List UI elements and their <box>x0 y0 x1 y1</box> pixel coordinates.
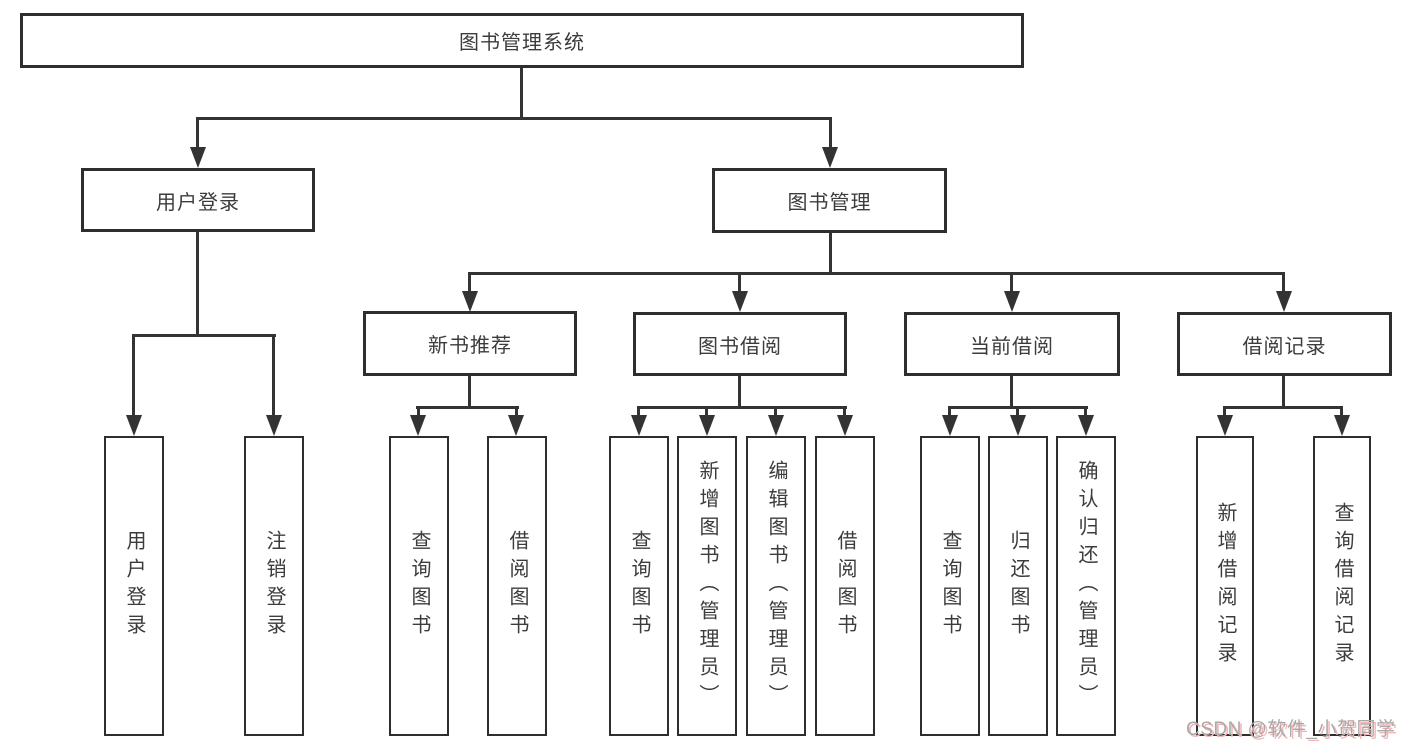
connector-line <box>515 406 518 418</box>
connector-line <box>1340 406 1343 418</box>
connector-line <box>196 117 199 150</box>
connector-line <box>738 376 741 409</box>
leaf-logout: 注销登录 <box>244 436 304 736</box>
arrowhead <box>508 415 524 436</box>
leaf-query-borrow-record: 查询借阅记录 <box>1313 436 1371 736</box>
arrowhead <box>768 415 784 436</box>
connector-line <box>1282 272 1285 294</box>
node-book-borrow: 图书借阅 <box>633 312 847 376</box>
arrowhead <box>1334 415 1350 436</box>
node-new-book-recommend: 新书推荐 <box>363 311 577 376</box>
node-borrow-records: 借阅记录 <box>1177 312 1392 376</box>
connector-line <box>132 334 135 417</box>
arrowhead <box>462 291 478 312</box>
connector-line <box>520 68 523 118</box>
arrowhead <box>126 415 142 436</box>
leaf-query-books-recommend: 查询图书 <box>389 436 449 736</box>
connector-line <box>272 334 275 417</box>
leaf-query-books-borrow: 查询图书 <box>609 436 669 736</box>
connector-line <box>417 406 420 418</box>
arrowhead <box>699 415 715 436</box>
leaf-edit-book-admin: 编辑图书（管理员） <box>746 436 806 736</box>
connector-line <box>829 233 832 274</box>
leaf-label: 借阅图书 <box>506 530 528 642</box>
leaf-borrow-books: 借阅图书 <box>815 436 875 736</box>
connector-line <box>705 406 708 418</box>
csdn-watermark: CSDN @软件_小贺同学 <box>1186 719 1396 740</box>
connector-line <box>196 232 199 336</box>
arrowhead <box>190 147 206 168</box>
connector-line <box>416 406 519 409</box>
leaf-add-borrow-record: 新增借阅记录 <box>1196 436 1254 736</box>
connector-line <box>948 406 951 418</box>
leaf-query-books-current: 查询图书 <box>920 436 980 736</box>
connector-line <box>637 406 640 418</box>
connector-line <box>1223 406 1226 418</box>
arrowhead <box>822 147 838 168</box>
leaf-label: 查询图书 <box>628 530 650 642</box>
leaf-label: 借阅图书 <box>834 530 856 642</box>
connector-line <box>829 117 832 150</box>
leaf-confirm-return-admin: 确认归还（管理员） <box>1056 436 1116 736</box>
connector-line <box>738 272 741 294</box>
leaf-label: 归还图书 <box>1007 530 1029 642</box>
node-current-borrow: 当前借阅 <box>904 312 1120 376</box>
arrowhead <box>266 415 282 436</box>
connector-line <box>774 406 777 418</box>
arrowhead <box>631 415 647 436</box>
connector-line <box>1223 406 1343 409</box>
arrowhead <box>1217 415 1233 436</box>
connector-line <box>468 272 471 294</box>
connector-line <box>1282 376 1285 409</box>
connector-line <box>1010 376 1013 409</box>
connector-line <box>196 117 832 120</box>
arrowhead <box>1004 291 1020 312</box>
leaf-borrow-books-recommend: 借阅图书 <box>487 436 547 736</box>
leaf-add-book-admin: 新增图书（管理员） <box>677 436 737 736</box>
leaf-label: 确认归还（管理员） <box>1075 460 1097 712</box>
connector-line <box>1010 272 1013 294</box>
leaf-label: 查询借阅记录 <box>1331 502 1353 670</box>
leaf-return-books: 归还图书 <box>988 436 1048 736</box>
arrowhead <box>837 415 853 436</box>
arrowhead <box>1010 415 1026 436</box>
connector-line <box>1016 406 1019 418</box>
arrowhead <box>732 291 748 312</box>
leaf-label: 新增图书（管理员） <box>696 460 718 712</box>
node-book-management: 图书管理 <box>712 168 947 233</box>
node-user-login: 用户登录 <box>81 168 315 232</box>
leaf-label: 用户登录 <box>123 530 145 642</box>
leaf-label: 注销登录 <box>263 530 285 642</box>
connector-line <box>468 272 1285 275</box>
leaf-label: 编辑图书（管理员） <box>765 460 787 712</box>
leaf-user-login: 用户登录 <box>104 436 164 736</box>
leaf-label: 新增借阅记录 <box>1214 502 1236 670</box>
connector-line <box>132 334 276 337</box>
leaf-label: 查询图书 <box>408 530 430 642</box>
arrowhead <box>1276 291 1292 312</box>
node-library-management-system: 图书管理系统 <box>20 13 1024 68</box>
connector-line <box>1084 406 1087 418</box>
arrowhead <box>410 415 426 436</box>
connector-line <box>843 406 846 418</box>
connector-line <box>637 406 847 409</box>
arrowhead <box>942 415 958 436</box>
connector-line <box>468 376 471 409</box>
leaf-label: 查询图书 <box>939 530 961 642</box>
arrowhead <box>1078 415 1094 436</box>
